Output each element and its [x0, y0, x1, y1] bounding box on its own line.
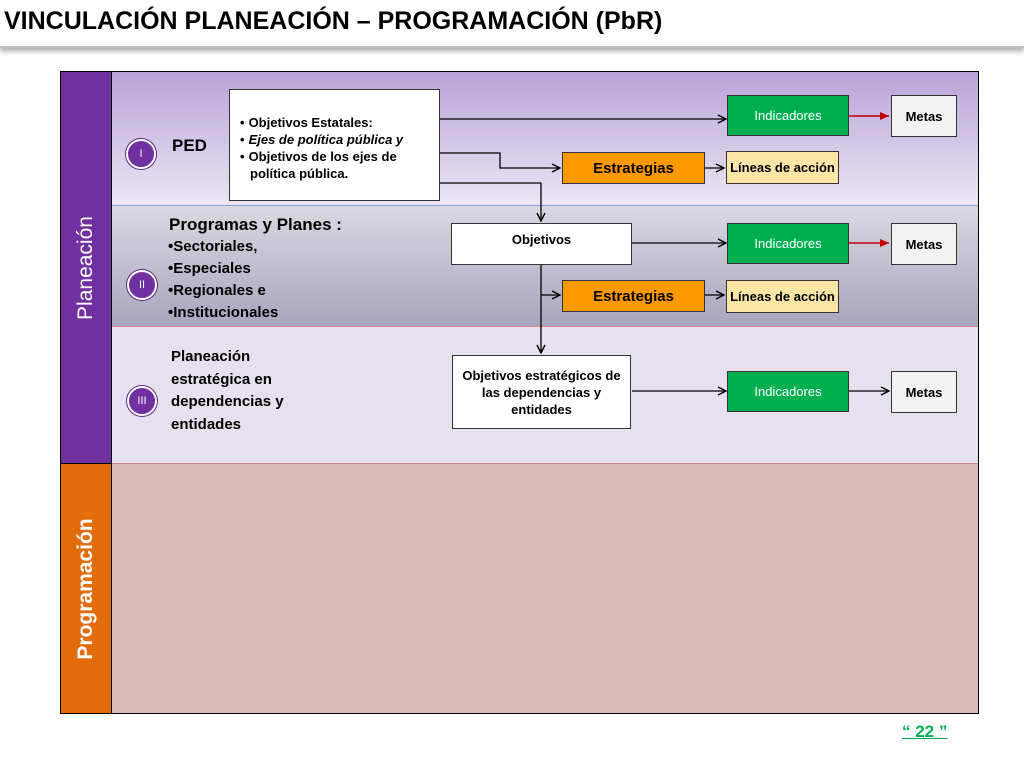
programas-heading: Programas y Planes : [169, 215, 342, 234]
programacion-area [112, 464, 978, 713]
objetivos-box: Objetivos [451, 223, 632, 265]
indicadores-box: Indicadores [727, 95, 849, 136]
estrategias-box: Estrategias [562, 280, 705, 312]
ped-objectives-box: Objetivos Estatales: Ejes de política pú… [229, 89, 440, 201]
list-item: Institucionales [168, 302, 278, 324]
indicadores-box: Indicadores [727, 371, 849, 412]
arrow-ped-to-objetivos [440, 182, 541, 221]
programas-list: Sectoriales, Especiales Regionales e Ins… [168, 236, 278, 324]
estrategias-box: Estrategias [562, 152, 705, 184]
arrow-ped-to-estrategias [440, 152, 560, 168]
ped-label: PED [172, 136, 207, 155]
page-number: “ 22 ” [902, 722, 948, 741]
row-number-badge: III [127, 386, 157, 416]
indicadores-box: Indicadores [727, 223, 849, 264]
metas-box: Metas [891, 223, 957, 265]
title-bar [0, 0, 1024, 48]
dependencias-label: Planeación estratégica en dependencias y… [171, 348, 284, 433]
diagram-frame [60, 71, 979, 714]
list-item: Especiales [168, 258, 278, 280]
list-item: Objetivos Estatales: [240, 114, 433, 131]
list-item: Regionales e [168, 280, 278, 302]
list-item: Ejes de política pública y [240, 131, 433, 148]
row-number-badge: I [126, 139, 156, 169]
slide-title: VINCULACIÓN PLANEACIÓN – PROGRAMACIÓN (P… [4, 7, 663, 35]
lineas-de-accion-box: Líneas de acción [726, 280, 839, 313]
metas-box: Metas [891, 95, 957, 137]
lineas-de-accion-box: Líneas de acción [726, 151, 839, 184]
planeacion-sidebar: Planeación [61, 72, 112, 464]
metas-box: Metas [891, 371, 957, 413]
ped-objectives-list: Objetivos Estatales: Ejes de política pú… [240, 114, 433, 182]
objetivos-estrategicos-box: Objetivos estratégicos de las dependenci… [452, 355, 631, 429]
programacion-sidebar: Programación [61, 464, 112, 713]
list-item: Objetivos de los ejes de política públic… [240, 148, 433, 182]
list-item: Sectoriales, [168, 236, 278, 258]
row-number-badge: II [127, 270, 157, 300]
